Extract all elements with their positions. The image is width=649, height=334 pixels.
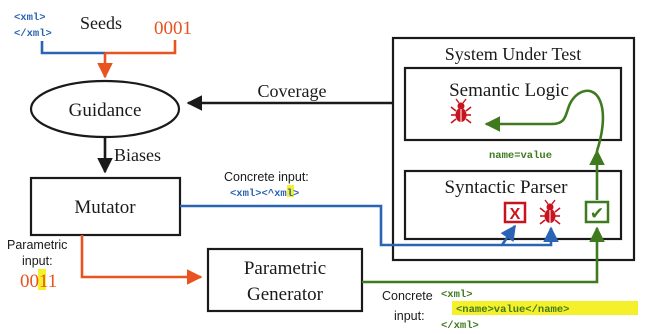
seed-binary-connector xyxy=(105,40,177,55)
concrete-input-top-value: <xml><^xml> xyxy=(230,188,299,200)
generator-label-2: Generator xyxy=(247,284,324,305)
parametric-input-label-1: Parametric xyxy=(7,238,67,252)
name-value-label: name=value xyxy=(489,150,552,162)
mutator-node xyxy=(29,176,182,237)
concrete-input-bottom-label-1: Concrete xyxy=(382,289,433,303)
bit-highlight xyxy=(38,269,46,290)
accept-icon xyxy=(584,200,610,224)
mutator-label: Mutator xyxy=(74,197,136,218)
mutator-to-reject-arrow xyxy=(500,224,517,246)
concrete-input-top-label: Concrete input: xyxy=(224,170,309,184)
parametric-generator-node xyxy=(206,247,364,313)
generator-to-parser-arrow xyxy=(362,226,605,284)
reject-mark: X xyxy=(510,206,521,223)
concrete-top-pre: <xml>< xyxy=(230,188,268,200)
seeds-label: Seeds xyxy=(80,13,122,33)
parametric-bits: 0011 xyxy=(20,271,57,292)
generated-xml-close: </xml> xyxy=(441,320,479,332)
biases-label: Biases xyxy=(114,145,161,165)
concrete-input-bottom-label-2: input: xyxy=(394,309,425,323)
parametric-input-label-2: input: xyxy=(22,254,53,268)
reject-icon xyxy=(503,201,527,224)
generated-xml-open: <xml> xyxy=(441,289,473,301)
bits-pre: 00 xyxy=(20,271,39,292)
mutator-to-parser-arrow xyxy=(180,204,559,247)
bits-post: 1 xyxy=(48,271,58,292)
seed-xml-close: </xml> xyxy=(14,28,52,40)
syntactic-parser-label: Syntactic Parser xyxy=(445,177,569,198)
semantic-logic-label: Semantic Logic xyxy=(449,80,569,101)
concrete-top-post: xml> xyxy=(274,188,299,200)
name-value-highlight xyxy=(452,301,638,315)
seed-xml-open: <xml> xyxy=(14,12,46,24)
bits-highlighted: 1 xyxy=(39,271,48,292)
semantic-logic-box xyxy=(403,66,623,142)
mutator-to-generator-arrow xyxy=(80,235,203,285)
generator-label-1: Parametric xyxy=(244,258,326,279)
seed-xml-connector xyxy=(40,41,105,55)
coverage-label: Coverage xyxy=(258,81,327,101)
accept-mark: ✔ xyxy=(590,204,604,223)
sut-title: System Under Test xyxy=(445,44,581,64)
seed-binary: 0001 xyxy=(154,18,192,39)
generated-name-value: <name>value</name> xyxy=(456,304,569,316)
concrete-top-caret: ^ xyxy=(268,188,274,200)
caret-highlight xyxy=(287,185,294,197)
semantic-flow-arrow xyxy=(484,89,605,152)
guidance-label: Guidance xyxy=(69,100,142,121)
